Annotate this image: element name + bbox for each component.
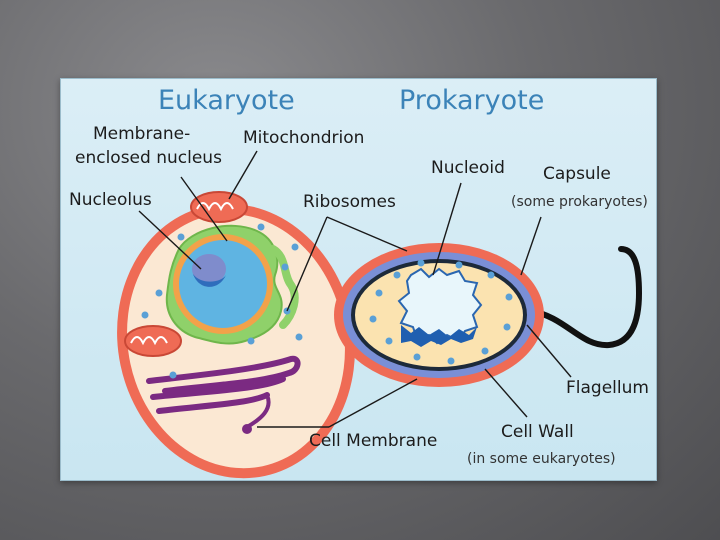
mitochondrion-label: Mitochondrion [243,128,364,148]
membrane-enclosed-label-line2: enclosed nucleus [75,148,222,168]
cell-diagram-panel: Eukaryote Prokaryote Membrane- enclosed … [60,78,657,481]
eukaryote-cell [117,191,355,479]
leader-lines [138,150,572,428]
prokaryote-cell [334,243,643,387]
golgi-apparatus [146,355,301,414]
cell-membrane-label: Cell Membrane [309,431,437,451]
eukaryote-ribosomes [141,223,303,379]
membrane-enclosed-label-line1: Membrane- [93,124,190,144]
nucleoid-dark [401,325,477,347]
cell-comparison-diagram: Eukaryote Prokaryote Membrane- enclosed … [69,85,649,479]
eukaryote-heading: Eukaryote [158,85,295,116]
nucleolus-shadow [193,274,226,287]
capsule-label: Capsule [543,164,611,184]
flagellum-label: Flagellum [566,378,649,398]
nucleoid [397,267,483,345]
mitochondrion-top [190,191,248,223]
capsule-note: (some prokaryotes) [511,194,648,210]
nucleoid-label: Nucleoid [431,158,505,178]
nucleus [179,240,267,328]
er-extension [269,245,299,329]
ribosomes-label: Ribosomes [303,192,396,212]
cell-wall-note: (in some eukaryotes) [467,451,616,467]
nucleolus [192,254,226,284]
prokaryote-ribosomes [369,259,513,365]
prokaryote-heading: Prokaryote [399,85,544,116]
nucleolus-label: Nucleolus [69,190,152,210]
flagellum [528,246,643,349]
mitochondrion-left [124,325,182,357]
golgi-vesicle-trail [246,394,271,429]
golgi-vesicle [242,424,252,434]
cell-wall-label: Cell Wall [501,422,574,442]
